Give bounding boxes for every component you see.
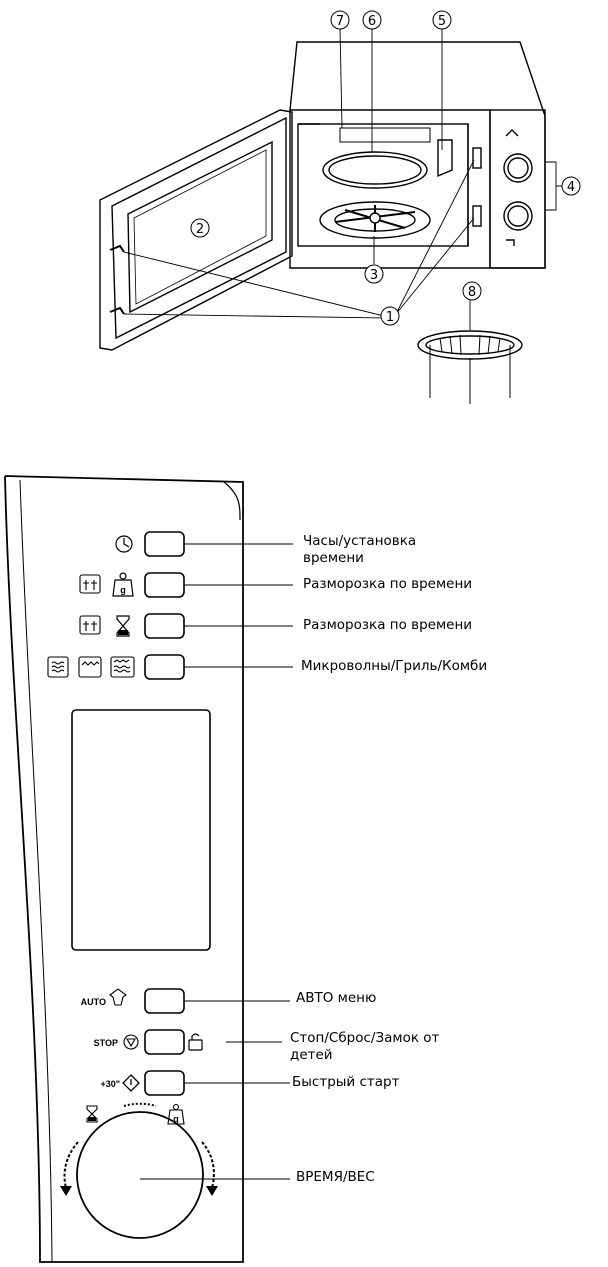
latch-hole-bottom: [472, 205, 482, 227]
label-stop-line2: детей: [290, 1047, 333, 1063]
control-column: [489, 109, 546, 269]
mode-button[interactable]: [144, 654, 185, 680]
defrost-weight-button[interactable]: [144, 572, 185, 598]
label-quick-start: Быстрый старт: [292, 1074, 400, 1090]
defrost-time-button[interactable]: [144, 613, 185, 639]
door-outline: [99, 109, 293, 351]
label-defrost-weight: Разморозка по времени: [303, 576, 473, 592]
dial-weight-icon: [167, 1103, 185, 1125]
quick-start-button[interactable]: [144, 1070, 185, 1096]
label-clock-line2: времени: [303, 550, 364, 566]
grill-rack: [417, 330, 523, 360]
plus30-icon-text: +30": [100, 1079, 120, 1089]
callout-1: 1: [386, 310, 394, 325]
stop-icon: [123, 1034, 139, 1050]
auto-chef-icon: [109, 988, 127, 1006]
door-window: [127, 140, 273, 314]
microwave-diagram: 7 6 5 2 3 4 1 8: [99, 10, 581, 404]
callout-7: 7: [336, 14, 344, 29]
label-stop: Стоп/Сброс/Замок от детей: [290, 1030, 439, 1064]
display: [71, 709, 211, 951]
weight-icon: [112, 572, 134, 597]
stop-icon-text: STOP: [94, 1038, 118, 1048]
label-defrost-time: Разморозка по времени: [303, 617, 473, 633]
panel-outline: [4, 475, 244, 1263]
label-mode: Микроволны/Гриль/Комби: [301, 658, 488, 674]
svg-text:g: g: [173, 1114, 179, 1124]
defrost-icon: [79, 574, 101, 635]
svg-text:g: g: [120, 585, 126, 595]
label-auto: АВТО меню: [296, 990, 377, 1006]
bottom-knob: [503, 201, 533, 231]
glass-tray: [322, 151, 428, 189]
auto-icon-text: AUTO: [81, 997, 106, 1007]
dial-hourglass-icon: [86, 1105, 98, 1123]
grill-mode-icon: [78, 656, 102, 678]
label-dial: ВРЕМЯ/ВЕС: [296, 1169, 375, 1185]
top-knob: [503, 153, 533, 183]
callout-5: 5: [438, 14, 446, 29]
stop-button[interactable]: [144, 1029, 185, 1055]
label-stop-line1: Стоп/Сброс/Замок от: [290, 1030, 440, 1046]
latch-hole-top: [472, 147, 482, 169]
roller-ring: [319, 201, 431, 239]
hourglass-icon: [116, 615, 130, 637]
clock-icon: [115, 535, 133, 553]
label-clock-line1: Часы/установка: [303, 533, 417, 549]
clock-button[interactable]: [144, 531, 185, 557]
time-weight-dial: [76, 1111, 204, 1239]
callout-2: 2: [196, 222, 204, 237]
start-icon: [122, 1074, 140, 1092]
callout-6: 6: [368, 14, 376, 29]
lock-icon: [188, 1033, 203, 1051]
combi-mode-icon: [110, 656, 135, 678]
cabinet-outline: [289, 41, 546, 269]
auto-button[interactable]: [144, 988, 185, 1014]
grill-heater: [339, 127, 431, 143]
callout-4: 4: [567, 180, 575, 195]
waveguide-cover: [437, 139, 453, 178]
callout-8: 8: [468, 285, 476, 300]
microwave-mode-icon: [47, 656, 69, 678]
callout-3: 3: [370, 268, 378, 283]
label-clock: Часы/установка времени: [303, 533, 416, 567]
